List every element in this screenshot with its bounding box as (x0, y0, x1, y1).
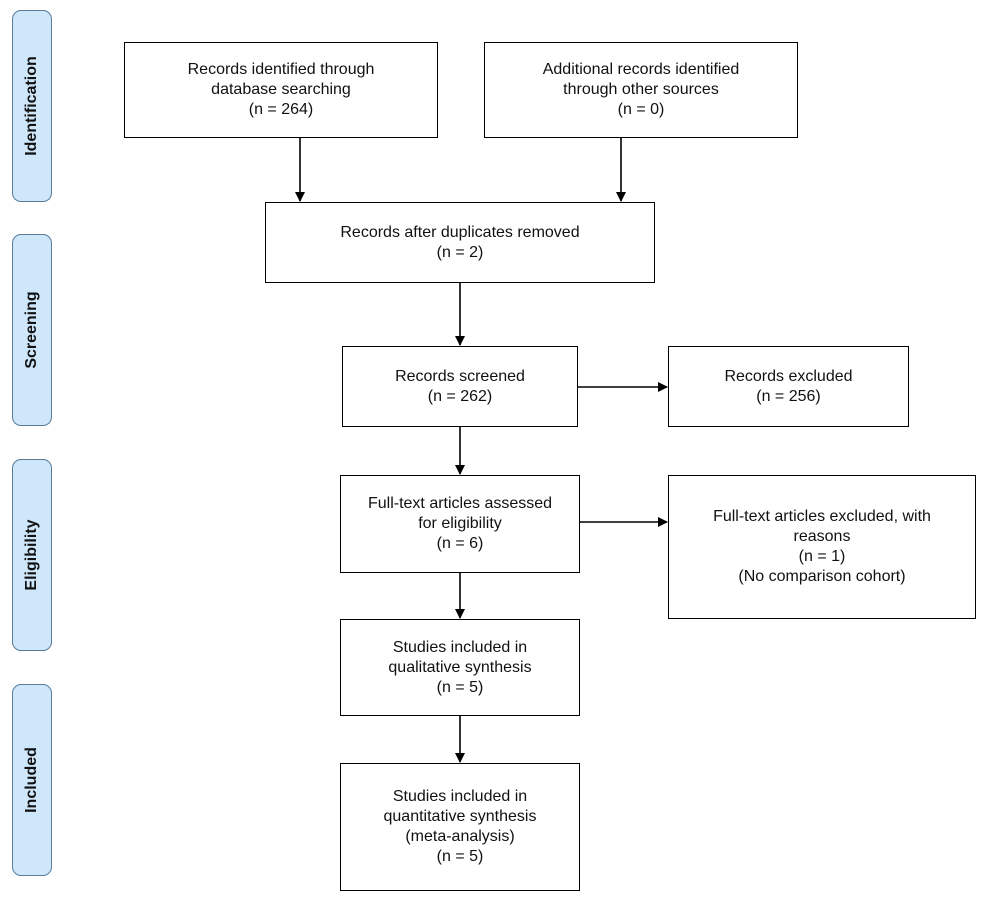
box-count: (n = 6) (436, 535, 484, 552)
box-quantitative-synthesis: Studies included in quantitative synthes… (340, 763, 580, 891)
box-fulltext-assessed: Full-text articles assessed for eligibil… (340, 475, 580, 573)
box-records-excluded: Records excluded (n = 256) (668, 346, 909, 427)
box-records-screened: Records screened (n = 262) (342, 346, 578, 427)
phase-included: Included (12, 684, 52, 876)
box-count: (n = 5) (436, 678, 484, 696)
box-count: (n = 1) (798, 548, 846, 565)
phase-eligibility: Eligibility (12, 459, 52, 651)
box-text: Studies included in (392, 638, 528, 656)
box-qualitative-synthesis: Studies included in qualitative synthesi… (340, 619, 580, 716)
box-count: (n = 256) (756, 387, 821, 405)
box-text: reasons (793, 528, 851, 545)
box-text: quantitative synthesis (383, 808, 537, 825)
box-count: (n = 264) (248, 101, 314, 118)
box-database-search: Records identified through database sear… (124, 42, 438, 138)
box-text: Full-text articles excluded, with (713, 508, 931, 525)
box-text: (meta-analysis) (405, 828, 515, 845)
box-text: through other sources (563, 81, 719, 98)
box-text: Records excluded (724, 367, 853, 385)
box-count: (n = 262) (427, 387, 493, 405)
box-text: Studies included in (392, 788, 528, 805)
box-text: Additional records identified (542, 61, 740, 78)
box-text: Records after duplicates removed (340, 223, 580, 241)
box-text: Full-text articles assessed (367, 495, 553, 512)
box-text: database searching (211, 81, 351, 98)
box-fulltext-excluded: Full-text articles excluded, with reason… (668, 475, 976, 619)
box-text: Records identified through (187, 61, 375, 78)
box-count: (n = 2) (436, 243, 484, 261)
phase-identification: Identification (12, 10, 52, 202)
box-count: (n = 5) (436, 848, 484, 865)
box-reason: (No comparison cohort) (738, 568, 906, 585)
box-duplicates-removed: Records after duplicates removed (n = 2) (265, 202, 655, 283)
box-text: Records screened (395, 367, 525, 385)
box-other-sources: Additional records identified through ot… (484, 42, 798, 138)
box-text: qualitative synthesis (388, 658, 532, 676)
box-count: (n = 0) (617, 101, 665, 118)
box-text: for eligibility (418, 515, 502, 532)
phase-screening: Screening (12, 234, 52, 426)
